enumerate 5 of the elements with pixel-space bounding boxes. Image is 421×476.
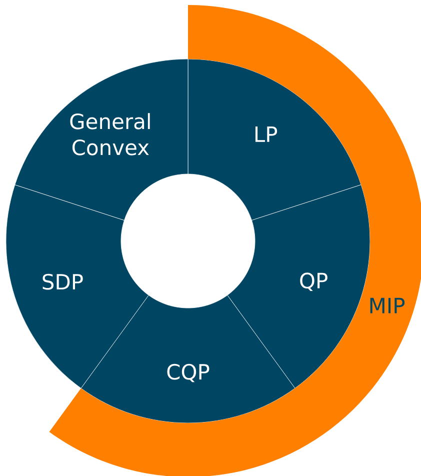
pie-sector: LP <box>188 58 362 220</box>
pie-sector: CQP <box>80 295 296 424</box>
pie-sector: SDP <box>6 184 149 388</box>
pie-sector: QP <box>227 184 370 388</box>
pie-sector: General Convex <box>14 58 188 220</box>
